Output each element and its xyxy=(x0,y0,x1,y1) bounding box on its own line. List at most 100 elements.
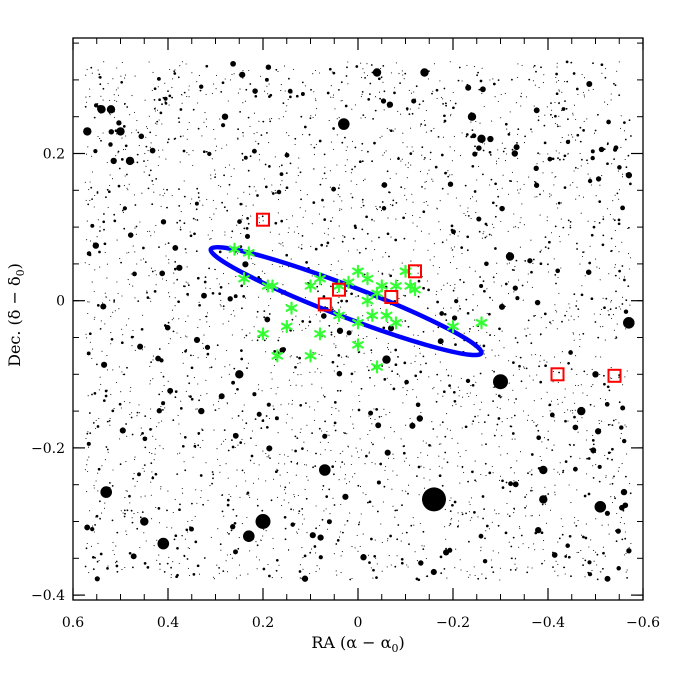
field-star xyxy=(603,382,606,386)
field-star xyxy=(357,334,360,336)
field-star xyxy=(621,303,624,305)
field-star xyxy=(418,560,424,566)
field-star xyxy=(389,411,391,414)
field-star xyxy=(150,361,153,363)
field-star xyxy=(508,281,510,283)
field-star xyxy=(350,180,352,182)
field-star xyxy=(542,415,544,418)
field-star xyxy=(472,294,474,296)
field-star xyxy=(189,203,192,205)
field-star xyxy=(447,193,449,195)
field-star xyxy=(560,202,562,204)
field-star xyxy=(372,118,374,120)
field-star xyxy=(234,393,236,395)
field-star xyxy=(186,375,189,377)
field-star xyxy=(351,108,353,110)
bright-star xyxy=(97,105,106,114)
field-star xyxy=(230,524,236,530)
field-star xyxy=(580,550,582,552)
field-star xyxy=(193,232,196,236)
field-star xyxy=(280,84,282,86)
field-star xyxy=(448,525,450,527)
field-star xyxy=(144,346,146,348)
field-star xyxy=(100,320,102,322)
field-star xyxy=(248,69,250,72)
field-star xyxy=(397,356,399,358)
field-star xyxy=(576,133,580,137)
field-star xyxy=(308,320,312,324)
field-star xyxy=(129,390,131,392)
field-star xyxy=(445,104,447,107)
field-star xyxy=(139,221,141,223)
field-star xyxy=(422,286,425,290)
field-star xyxy=(295,384,297,386)
field-star xyxy=(132,271,137,277)
field-star xyxy=(251,430,254,432)
field-star xyxy=(572,412,574,414)
field-star xyxy=(377,510,379,512)
field-star xyxy=(525,505,528,507)
field-star xyxy=(254,418,257,420)
field-star xyxy=(558,90,560,92)
field-star xyxy=(186,292,189,296)
field-star xyxy=(300,373,302,376)
field-star xyxy=(572,72,576,75)
field-star xyxy=(514,438,516,440)
field-star xyxy=(535,425,538,427)
field-star xyxy=(103,507,106,509)
field-star xyxy=(419,125,422,127)
field-star xyxy=(520,534,523,537)
member-star-asterisk xyxy=(409,283,421,297)
field-star xyxy=(554,122,556,124)
field-star xyxy=(498,479,501,481)
field-star xyxy=(258,464,260,466)
field-star xyxy=(564,100,566,102)
field-star xyxy=(386,566,388,568)
field-star xyxy=(428,169,430,171)
field-star xyxy=(171,527,173,529)
member-star-asterisk xyxy=(266,279,279,293)
field-star xyxy=(288,379,290,381)
field-star xyxy=(427,173,429,175)
field-star xyxy=(511,148,514,151)
field-star xyxy=(328,67,332,71)
field-star xyxy=(454,102,457,105)
field-star xyxy=(85,547,88,550)
field-star xyxy=(370,567,372,569)
field-star xyxy=(312,201,316,204)
field-star xyxy=(420,452,422,454)
field-star xyxy=(351,577,353,580)
field-star xyxy=(164,324,171,331)
field-star xyxy=(603,374,605,377)
field-star xyxy=(242,261,249,268)
field-star xyxy=(265,289,267,291)
field-star xyxy=(629,492,632,495)
field-star xyxy=(524,496,526,498)
field-star xyxy=(515,398,517,400)
field-star xyxy=(286,105,288,107)
field-star xyxy=(151,471,153,473)
field-star xyxy=(369,93,371,95)
field-star xyxy=(345,290,348,292)
field-star xyxy=(241,214,244,217)
field-star xyxy=(286,218,288,220)
field-star xyxy=(613,158,615,161)
field-star xyxy=(207,234,209,236)
field-star xyxy=(393,130,395,132)
field-star xyxy=(586,473,588,475)
field-star xyxy=(479,283,484,289)
field-star xyxy=(250,437,252,440)
field-star xyxy=(93,531,95,533)
field-star xyxy=(116,570,119,573)
field-star xyxy=(569,221,572,223)
field-star xyxy=(489,296,491,299)
field-star xyxy=(623,554,625,556)
field-star xyxy=(198,303,201,307)
field-star xyxy=(491,369,493,372)
field-star xyxy=(294,365,297,369)
field-star xyxy=(397,110,399,112)
field-star xyxy=(451,517,453,519)
field-star xyxy=(203,121,205,123)
field-star xyxy=(112,549,114,552)
field-star xyxy=(571,134,573,136)
